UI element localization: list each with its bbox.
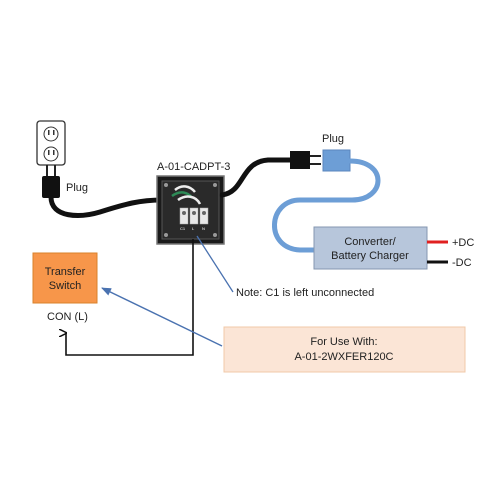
use-with-label-line2: A-01-2WXFER120C [294,351,393,363]
plug-icon [42,165,60,198]
terminal-label-l: L [192,226,195,231]
black-cord-left [48,194,165,218]
plus-dc-label: +DC [452,237,474,249]
converter-box [313,226,428,270]
terminal-label-c1: C1 [180,226,186,231]
transfer-switch-label-line1: Transfer [45,266,86,278]
transfer-switch-box [32,252,98,304]
adapter-label: A-01-CADPT-3 [157,161,230,173]
terminal-label-n: N [202,226,205,231]
minus-dc-label: -DC [452,257,472,269]
use-with-label-line1: For Use With: [310,336,377,348]
blue-cord [272,158,381,253]
con-label: CON (L) [47,311,88,323]
blue-receptacle [322,149,351,172]
transfer-switch-label-line2: Switch [49,280,81,292]
note-pointer [196,235,234,293]
plug-right-label: Plug [322,133,344,145]
note-label: Note: C1 is left unconnected [236,287,374,299]
outlet-icon [36,120,66,166]
black-cord-right [219,157,295,198]
junction-box-icon: C1 L N [156,175,225,245]
use-with-box [223,326,466,373]
converter-label-line2: Battery Charger [331,250,409,262]
plug-icon [290,151,321,169]
con-wire [66,239,194,356]
plug-left-label: Plug [66,182,88,194]
arrow-icon [101,287,223,347]
converter-label-line1: Converter/ [344,236,396,248]
